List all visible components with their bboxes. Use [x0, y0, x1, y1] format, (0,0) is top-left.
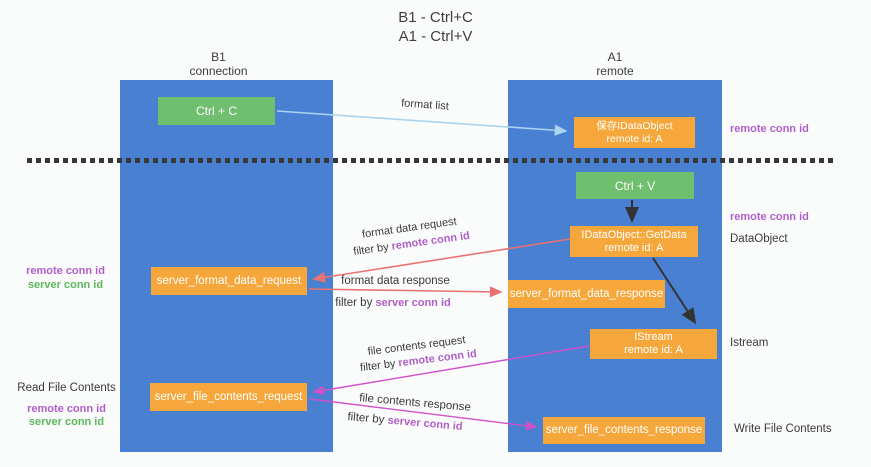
- file-contents-response-filter: filter by server conn id: [330, 409, 480, 434]
- format-data-request-edge-label: format data request filter by remote con…: [327, 211, 494, 262]
- left-column-name: B1: [211, 50, 226, 64]
- format-data-response-arrow: [308, 286, 503, 298]
- title-line-1: B1 - Ctrl+C: [398, 9, 473, 26]
- file-contents-request-edge-label: file contents request filter by remote c…: [334, 330, 501, 377]
- right-column-name: A1: [607, 50, 623, 64]
- ctrl-c-label: Ctrl + C: [195, 104, 237, 118]
- right-column-subtitle: remote: [596, 64, 634, 78]
- ctrl-v-label: Ctrl + V: [614, 178, 656, 193]
- server-conn-id-inline-1: server conn id: [375, 297, 451, 309]
- server-format-data-request-node: server_format_data_request: [151, 267, 307, 295]
- write-file-contents-label: Write File Contents: [734, 423, 832, 435]
- server-conn-id-inline-2: server conn id: [387, 414, 464, 434]
- filter-by-text-3: filter by: [359, 357, 397, 375]
- istream-line2: remote id: A: [624, 344, 683, 356]
- left-column-subtitle: connection: [189, 64, 248, 78]
- save-idataobject-line1: 保存IDataObject: [596, 119, 673, 132]
- getdata-line2: remote id: A: [604, 241, 664, 254]
- istream-side-label: Istream: [730, 337, 769, 349]
- server-format-data-request-label: server_format_data_request: [156, 274, 302, 287]
- server-format-data-response-label: server_format_data_response: [509, 287, 664, 300]
- ctrl-v-node: Ctrl + V: [576, 172, 694, 199]
- server-file-contents-request-label: server_file_contents_request: [154, 390, 303, 403]
- read-file-contents-label: Read File Contents: [17, 382, 116, 394]
- getdata-line1: IDataObject::GetData: [581, 228, 687, 241]
- filter-by-text-4: filter by: [346, 410, 385, 427]
- filter-by-text-1: filter by: [352, 241, 390, 259]
- remote-conn-id-label-top: remote conn id: [730, 123, 809, 135]
- filter-by-text-2: filter by: [335, 297, 373, 309]
- remote-conn-id-label-left: remote conn id: [26, 265, 105, 277]
- idataobject-getdata-node: IDataObject::GetData remote id: A: [570, 226, 698, 257]
- server-conn-id-label-bottom: server conn id: [28, 416, 105, 428]
- diagram-title: B1 - Ctrl+C A1 - Ctrl+V: [0, 8, 871, 46]
- server-conn-id-label-left: server conn id: [27, 279, 104, 291]
- left-column-header: B1 connection: [150, 50, 287, 78]
- istream-node: IStream remote id: A: [590, 329, 717, 359]
- machine-boundary-dashed-line: [27, 158, 833, 163]
- remote-conn-id-label-bottom: remote conn id: [27, 403, 106, 415]
- server-format-data-response-node: server_format_data_response: [508, 280, 665, 308]
- left-conn-id-block-bottom: Read File Contents remote conn id server…: [14, 382, 119, 429]
- format-list-edge-label: format list: [400, 97, 450, 113]
- save-idataobject-node: 保存IDataObject remote id: A: [574, 117, 695, 148]
- dataobject-label: DataObject: [730, 233, 788, 245]
- format-data-response-filter: filter by server conn id: [318, 297, 468, 309]
- server-file-contents-response-label: server_file_contents_response: [545, 424, 703, 436]
- server-file-contents-request-node: server_file_contents_request: [150, 383, 307, 411]
- istream-line1: IStream: [634, 331, 673, 343]
- left-conn-id-block-top: remote conn id server conn id: [18, 264, 113, 292]
- ctrl-c-node: Ctrl + C: [158, 97, 275, 125]
- right-column-header: A1 remote: [545, 50, 685, 78]
- title-line-2: A1 - Ctrl+V: [398, 28, 473, 45]
- server-file-contents-response-node: server_file_contents_response: [543, 417, 705, 444]
- format-data-response-edge-label: format data response: [341, 275, 450, 287]
- remote-conn-id-label-mid: remote conn id: [730, 211, 809, 223]
- save-idataobject-line2: remote id: A: [606, 132, 663, 145]
